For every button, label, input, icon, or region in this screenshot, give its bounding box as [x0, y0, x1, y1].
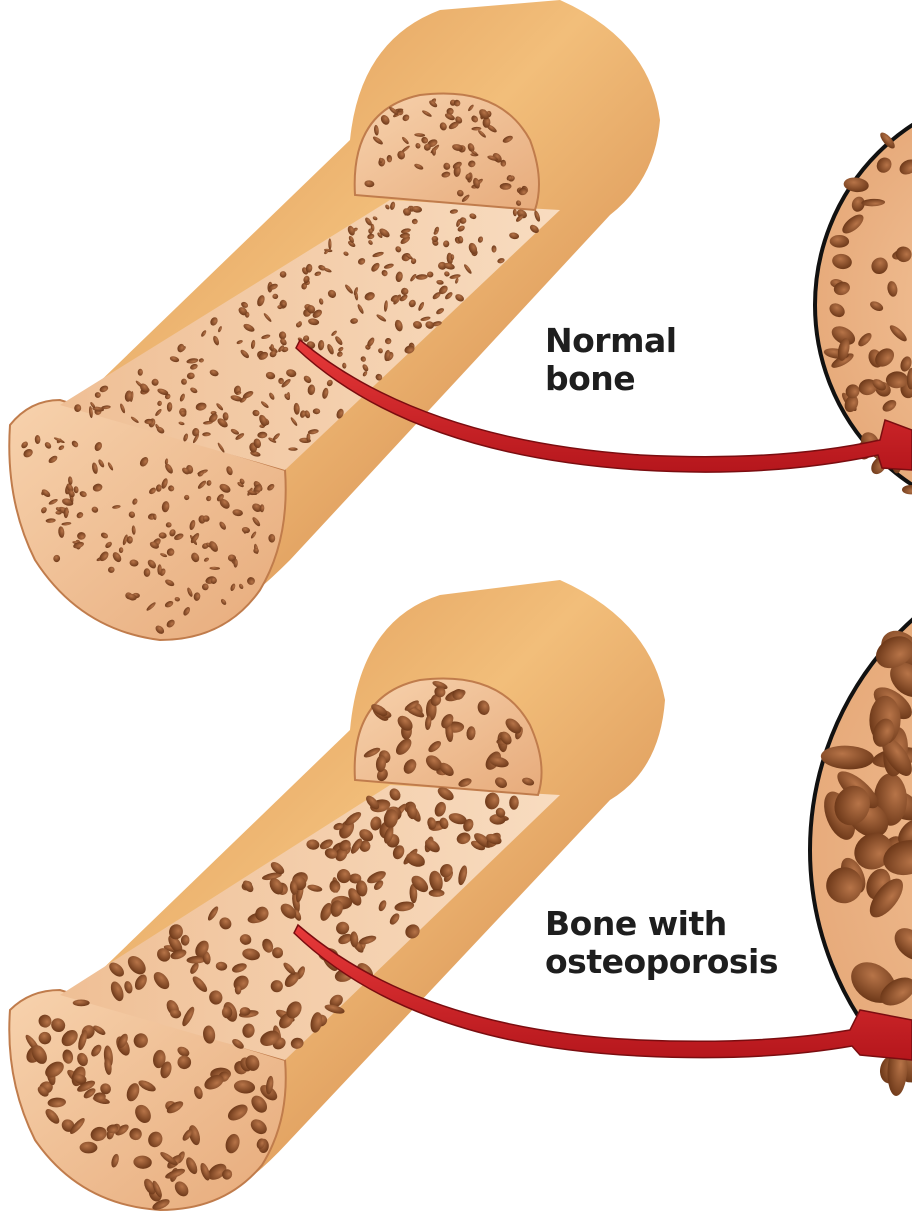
normal-bone-label-line2: bone: [545, 360, 677, 398]
osteoporosis-bone-label-line2: osteoporosis: [545, 943, 778, 981]
normal-bone: [9, 0, 660, 640]
osteoporosis-bone: [9, 580, 665, 1212]
bone-pore: [73, 1000, 90, 1007]
bone-pore: [235, 985, 242, 995]
osteoporosis-bone-label: Bone with osteoporosis: [545, 905, 778, 981]
bone-pore: [429, 889, 445, 897]
normal-bone-label-line1: Normal: [545, 322, 677, 360]
zoom-pore: [902, 485, 912, 494]
osteoporosis-bone-zoom-circle: [810, 540, 912, 1160]
bone-pore: [427, 272, 433, 278]
normal-bone-label: Normal bone: [545, 322, 677, 398]
osteoporosis-bone-label-line1: Bone with: [545, 905, 778, 943]
